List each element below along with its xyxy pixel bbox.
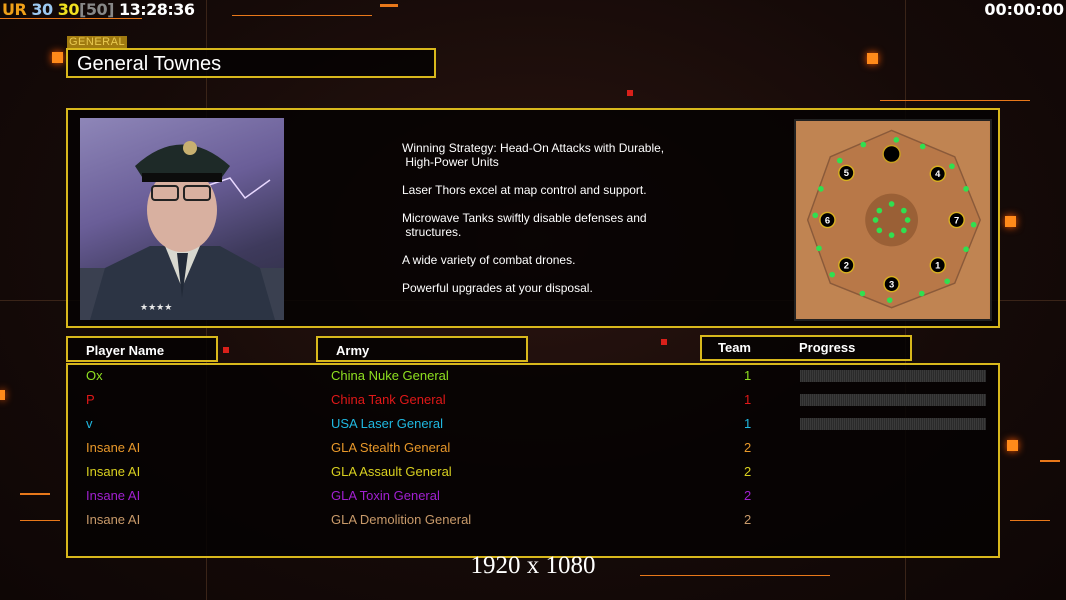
progress-bar [800, 370, 986, 382]
map-preview[interactable]: 1 2 3 4 5 6 7 [794, 119, 992, 321]
hud-limit: 30 [57, 0, 80, 19]
player-name: P [86, 392, 95, 407]
player-army: GLA Assault General [331, 464, 452, 479]
progress-bar [800, 394, 986, 406]
hud-clock: 13:28:36 [118, 0, 195, 19]
player-army: USA Laser General [331, 416, 444, 431]
player-name: v [86, 416, 93, 431]
player-name: Insane AI [86, 512, 141, 527]
player-army: China Tank General [331, 392, 446, 407]
player-row[interactable]: Insane AI GLA Stealth General 2 [68, 438, 998, 462]
player-army: GLA Stealth General [331, 440, 451, 455]
general-tag: GENERAL [67, 36, 128, 48]
resolution-label: 1920 x 1080 [470, 552, 596, 579]
header-player-name[interactable]: Player Name [66, 336, 218, 362]
start-position-marker[interactable] [838, 257, 855, 274]
start-position-number: 2 [844, 260, 849, 271]
hud-bracket: [50] [79, 0, 114, 19]
strategy-description: Winning Strategy: Head-On Attacks with D… [402, 141, 702, 309]
progress-bar [800, 418, 986, 430]
hud-fps: 30 [31, 0, 53, 19]
start-position-marker[interactable] [883, 275, 900, 293]
player-row[interactable]: Insane AI GLA Toxin General 2 [68, 486, 998, 510]
player-team: 2 [744, 440, 752, 455]
start-position-number: 3 [889, 278, 894, 289]
player-row[interactable]: Insane AI GLA Assault General 2 [68, 462, 998, 486]
header-team-progress: Team Progress [700, 335, 912, 361]
player-name: Insane AI [86, 440, 141, 455]
player-team: 2 [744, 488, 752, 503]
start-position-marker[interactable] [838, 164, 855, 182]
player-row[interactable]: Insane AI GLA Demolition General 2 [68, 510, 998, 534]
general-portrait: ★★★★ [80, 118, 284, 320]
start-position-marker[interactable] [819, 211, 836, 229]
start-position-number: 5 [844, 167, 849, 178]
player-army: GLA Toxin General [331, 488, 440, 503]
player-row[interactable]: Ox China Nuke General 1 [68, 366, 998, 390]
description-line: Winning Strategy: Head-On Attacks with D… [402, 141, 665, 169]
player-team: 1 [744, 368, 752, 383]
start-position-number: 1 [935, 260, 940, 271]
general-name: General Townes [66, 48, 436, 78]
player-name: Insane AI [86, 488, 141, 503]
player-team: 1 [744, 392, 752, 407]
start-position-marker[interactable] [929, 165, 947, 183]
description-line: A wide variety of combat drones. [402, 253, 576, 267]
start-position-marker[interactable] [929, 257, 947, 274]
player-team: 2 [744, 512, 752, 527]
game-timer: 00:00:00 [984, 0, 1064, 19]
start-position-number: 6 [825, 214, 830, 225]
description-line: Laser Thors excel at map control and sup… [402, 183, 647, 197]
player-name: Ox [86, 368, 103, 383]
header-army[interactable]: Army [316, 336, 528, 362]
player-row[interactable]: P China Tank General 1 [68, 390, 998, 414]
header-team[interactable]: Team [718, 340, 751, 355]
description-line: Microwave Tanks swiftly disable defenses… [402, 211, 647, 239]
start-position-marker[interactable] [948, 211, 965, 229]
start-position-number: 4 [935, 168, 941, 179]
general-info-panel: ★★★★ Winning Strategy: Head-On Attacks w… [66, 108, 1000, 328]
player-army: GLA Demolition General [331, 512, 472, 527]
header-progress[interactable]: Progress [799, 340, 856, 355]
hud-prefix: UR [2, 0, 27, 19]
description-line: Powerful upgrades at your disposal. [402, 281, 593, 295]
player-army: China Nuke General [331, 368, 449, 383]
start-position-number: 7 [954, 214, 959, 225]
fps-counter: UR 30 30[50] 13:28:36 [2, 0, 195, 19]
svg-text:★★★★: ★★★★ [140, 302, 172, 312]
player-team: 2 [744, 464, 752, 479]
player-name: Insane AI [86, 464, 141, 479]
player-row[interactable]: v USA Laser General 1 [68, 414, 998, 438]
player-team: 1 [744, 416, 752, 431]
